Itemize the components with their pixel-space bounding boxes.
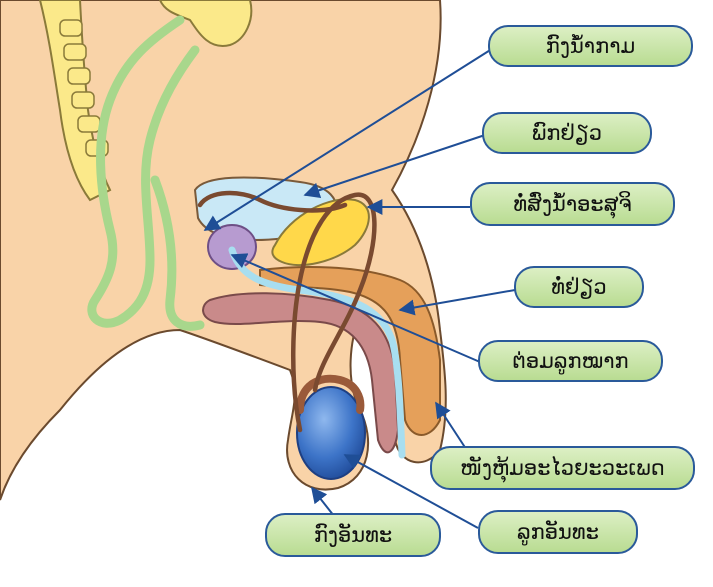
label-urethra-top: ທໍ່ສົ່ງນ້ຳອະສຸຈິ (470, 182, 675, 226)
label-urethra: ທໍ່ຢ່ຽວ (514, 266, 644, 308)
label-seminal-vesicle: ພົກຢ່ຽວ (482, 112, 652, 154)
label-scrotum-skin: ໜັງຫຸ້ມອະໄວຍະວະເພດ (430, 446, 695, 490)
label-epididymis: ກົງອັນທະ (265, 513, 441, 557)
label-prostate: ຕ່ອມລູກໝາກ (478, 340, 663, 382)
label-testis: ລູກອັນທະ (478, 510, 638, 554)
testis (297, 387, 365, 479)
label-vas-deferens: ກົງນ້ຳກາມ (488, 25, 693, 67)
